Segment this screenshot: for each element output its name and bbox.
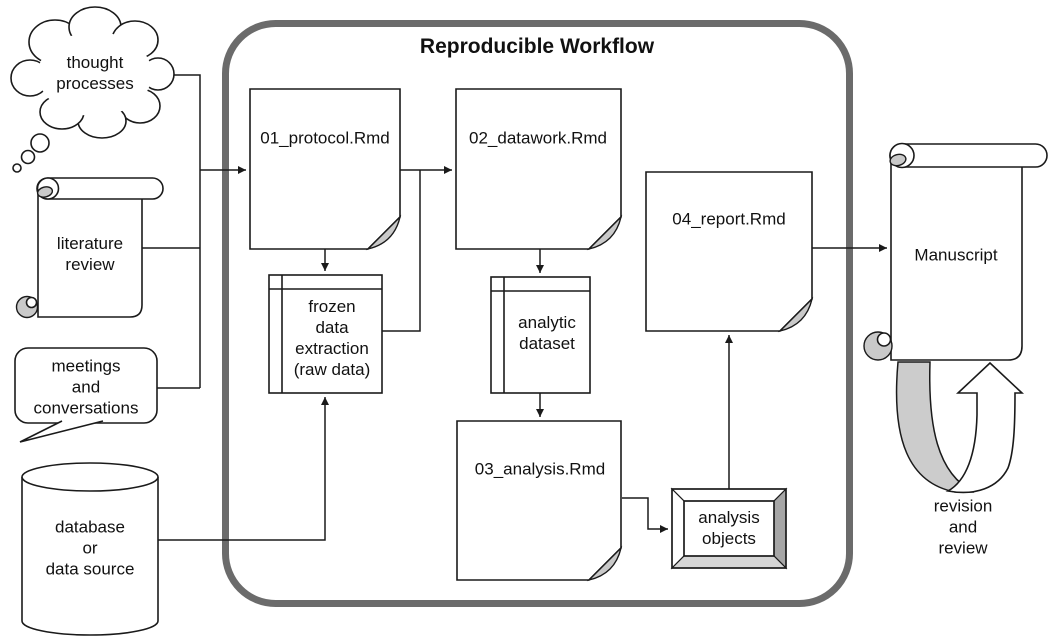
speech-bubble-shape — [14, 347, 158, 443]
database-label: database or data source — [45, 517, 135, 579]
analytic-dataset-box-shape — [490, 276, 591, 394]
database-cylinder-shape — [21, 462, 159, 636]
edge-database-to-frozen — [158, 397, 329, 541]
analysis-label: 03_analysis.Rmd — [474, 459, 606, 479]
datawork-label: 02_datawork.Rmd — [469, 128, 607, 148]
literature-review-scroll-shape — [15, 177, 164, 319]
protocol-document-shape — [249, 88, 402, 251]
workflow-boundary — [222, 20, 853, 607]
revision-review-label: revision and review — [933, 496, 993, 558]
thought-cloud-shape — [10, 6, 175, 173]
frozen-data-label: frozen data extraction (raw data) — [293, 297, 371, 379]
frozen-data-box-shape — [268, 274, 383, 394]
datawork-document-shape — [455, 88, 623, 251]
thought-processes-label: thought processes — [56, 53, 134, 93]
edge-frozen-to-datawork — [382, 170, 421, 332]
literature-review-label: literature review — [56, 234, 124, 274]
analysis-objects-label: analysis objects — [698, 508, 760, 548]
diagram-title: Reproducible Workflow — [419, 35, 655, 58]
revision-loop-arrow — [895, 361, 1025, 494]
edge-analysis-to-objects — [622, 497, 668, 533]
analytic-dataset-label: analytic dataset — [518, 313, 576, 353]
manuscript-label: Manuscript — [914, 245, 998, 265]
analysis-objects-box-shape — [670, 487, 788, 570]
analysis-document-shape — [456, 420, 623, 582]
report-document-shape — [645, 171, 814, 333]
input-bus-connector — [142, 74, 246, 389]
manuscript-scroll-shape — [863, 142, 1048, 361]
meetings-label: meetings and conversations — [33, 356, 139, 418]
protocol-label: 01_protocol.Rmd — [260, 128, 390, 148]
report-label: 04_report.Rmd — [672, 209, 786, 229]
